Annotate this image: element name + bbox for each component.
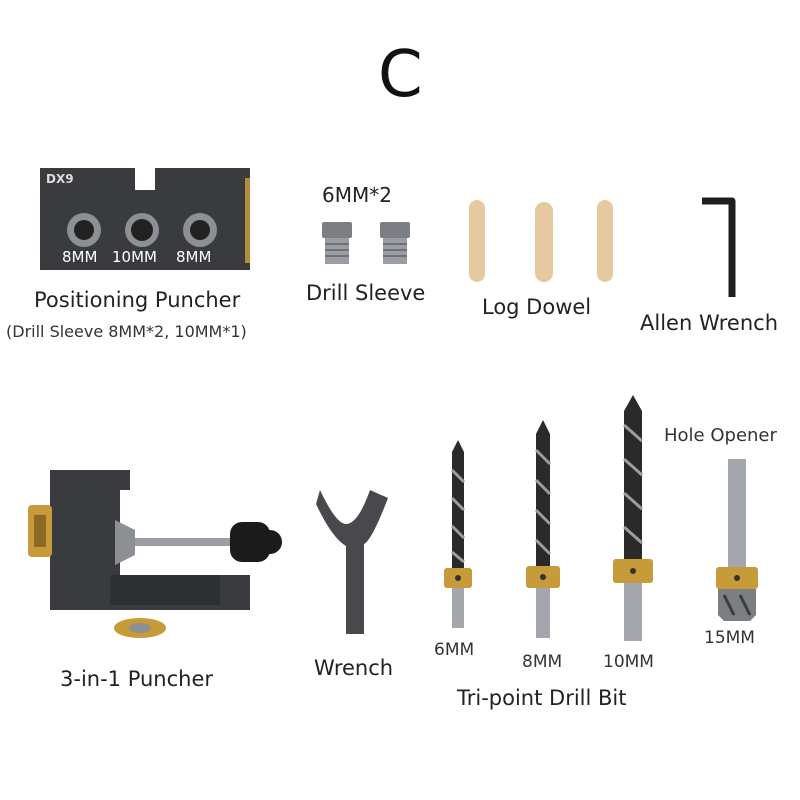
hole-label-8mm-right: 8MM — [176, 248, 212, 266]
drill-bit-8mm-image — [526, 420, 560, 638]
puncher-logo: DX9 — [46, 172, 74, 186]
drill-sleeve-label: Drill Sleeve — [306, 281, 426, 305]
hole-opener-size: 15MM — [704, 628, 755, 648]
puncher-3in1-image — [28, 470, 282, 638]
drill-bit-10mm-image — [613, 395, 653, 641]
allen-wrench-image — [702, 197, 736, 297]
puncher-3in1-label: 3-in-1 Puncher — [60, 667, 214, 691]
drill-bit-size-10mm: 10MM — [603, 652, 654, 672]
positioning-puncher-image — [40, 168, 250, 270]
log-dowel-image — [469, 200, 613, 282]
wrench-label: Wrench — [314, 656, 394, 680]
allen-wrench-label: Allen Wrench — [640, 311, 779, 335]
wrench-image — [316, 490, 388, 634]
drill-sleeve-qty: 6MM*2 — [322, 183, 392, 207]
log-dowel-label: Log Dowel — [482, 295, 592, 319]
positioning-puncher-sublabel: (Drill Sleeve 8MM*2, 10MM*1) — [6, 322, 247, 341]
drill-bit-size-8mm: 8MM — [522, 652, 563, 672]
positioning-puncher-label: Positioning Puncher — [34, 288, 241, 312]
hole-opener-image — [716, 459, 758, 621]
drill-bit-size-6mm: 6MM — [434, 640, 475, 660]
drill-sleeve-image — [322, 222, 410, 264]
drill-bits-label: Tri-point Drill Bit — [457, 686, 627, 710]
hole-label-10mm: 10MM — [112, 248, 157, 266]
drill-bit-6mm-image — [444, 440, 472, 628]
hole-opener-label: Hole Opener — [664, 425, 777, 446]
hole-label-8mm-left: 8MM — [62, 248, 98, 266]
page-title: C — [378, 38, 423, 112]
